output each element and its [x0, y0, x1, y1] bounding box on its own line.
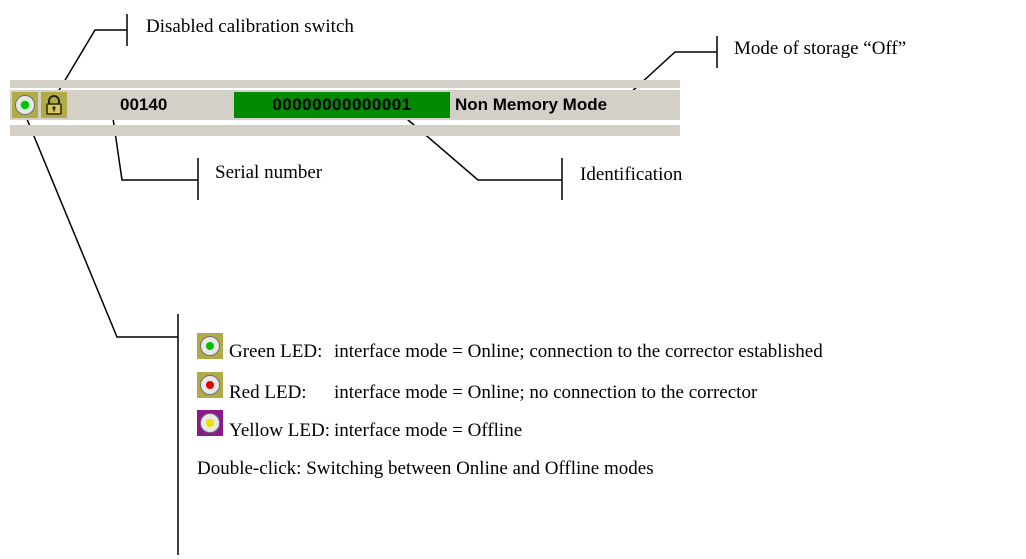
storage-callout-line — [627, 51, 717, 96]
legend-item-yellow: Yellow LED: interface mode = Offline — [197, 410, 1026, 441]
yellow-led-icon — [197, 410, 223, 436]
serial-number-field: 00140 — [72, 92, 230, 118]
serial-callout-line — [112, 117, 198, 181]
legend-label: Yellow LED: — [229, 420, 330, 441]
legend-item-green: Green LED: interface mode = Online; conn… — [197, 333, 1026, 363]
calibration-callout-line — [57, 29, 127, 93]
led-status-toggle[interactable] — [12, 92, 38, 118]
green-led-icon — [15, 95, 35, 115]
serial-number-label: Serial number — [215, 162, 323, 183]
status-bar: 00140 00000000000001 Non Memory Mode — [10, 90, 680, 120]
identification-field: 00000000000001 — [234, 92, 450, 118]
legend-description: interface mode = Online; connection to t… — [334, 341, 823, 362]
green-led-icon — [197, 333, 223, 359]
status-bar-bottom-band — [10, 125, 680, 136]
double-click-note: Double-click: Switching between Online a… — [197, 458, 654, 479]
calibration-lock-cell — [41, 92, 67, 118]
storage-mode-field: Non Memory Mode — [453, 92, 679, 118]
identification-label: Identification — [580, 164, 683, 185]
legend-description: interface mode = Offline — [334, 420, 523, 441]
led-callout-line — [23, 111, 178, 338]
status-bar-top-band — [10, 80, 680, 88]
legend-description: interface mode = Online; no connection t… — [334, 382, 758, 403]
padlock-icon — [46, 95, 62, 115]
calibration-switch-label: Disabled calibration switch — [146, 16, 354, 37]
legend-item-red: Red LED: interface mode = Online; no con… — [197, 372, 1026, 403]
legend-label: Red LED: — [229, 382, 307, 403]
identification-callout-line — [399, 112, 562, 181]
red-led-icon — [197, 372, 223, 398]
storage-mode-label: Mode of storage “Off” — [734, 38, 907, 59]
legend-label: Green LED: — [229, 341, 323, 362]
